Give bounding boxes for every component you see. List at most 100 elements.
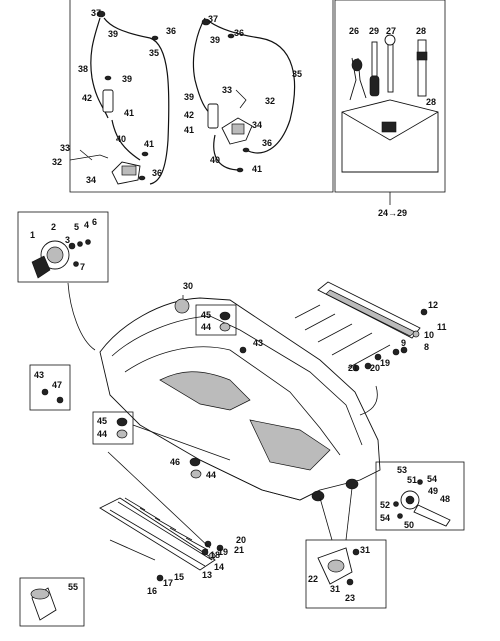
grate-guide (107, 451, 211, 549)
hull-keel (199, 459, 321, 501)
grate-plate (99, 497, 216, 571)
label-26: 26 (349, 26, 359, 36)
right-rail (294, 281, 428, 416)
inset-frame-48-54 (375, 461, 465, 531)
label-28: 28 (416, 26, 426, 36)
fuel-hose-inset (69, 0, 334, 193)
label-35: 35 (149, 48, 159, 58)
label-16: 16 (147, 586, 157, 596)
filter-42a (102, 89, 114, 113)
label-37: 37 (91, 8, 101, 18)
part-19-low (201, 548, 209, 556)
part-2-hub (46, 246, 64, 264)
label-11: 11 (437, 322, 447, 332)
part-47 (56, 396, 64, 404)
label-45: 45 (97, 416, 107, 426)
part-4 (77, 241, 83, 247)
label-3: 3 (65, 235, 70, 245)
part-5 (68, 242, 76, 250)
screwdriver-shaft (371, 41, 378, 77)
bracket-33b (235, 89, 247, 109)
valve-34b-body (231, 123, 245, 135)
part-20-low (204, 540, 212, 548)
part-17 (156, 574, 164, 582)
label-17: 17 (163, 578, 173, 588)
part-55-rim (30, 588, 50, 600)
pouch-clasp (381, 121, 397, 133)
clamp-36b (138, 175, 146, 181)
inset-55 (19, 577, 85, 627)
label-31: 31 (360, 545, 370, 555)
part-10 (412, 330, 420, 338)
clamp-41d (236, 167, 244, 173)
label-41: 41 (144, 139, 154, 149)
label-36: 36 (234, 28, 244, 38)
label-39: 39 (184, 92, 194, 102)
clamp-36a (151, 35, 159, 41)
clamp-39b (104, 75, 112, 81)
part-54-top (417, 479, 423, 485)
label-50: 50 (404, 520, 414, 530)
hull (99, 295, 381, 502)
label-46: 46 (170, 457, 180, 467)
hose-40a (111, 119, 141, 161)
label-4: 4 (84, 220, 89, 230)
label-12: 12 (428, 300, 438, 310)
part-1-lever (31, 255, 51, 279)
label-6: 6 (92, 217, 97, 227)
label-20: 20 (370, 363, 380, 373)
label-42: 42 (184, 110, 194, 120)
bracket-arm (79, 149, 93, 161)
label-1: 1 (30, 230, 35, 240)
inset-arrow (67, 282, 96, 351)
label-40: 40 (210, 155, 220, 165)
clamp-36c (227, 33, 235, 39)
wrench-27 (387, 39, 394, 93)
filter-42b (207, 103, 219, 129)
part-52 (393, 501, 399, 507)
hull-nozzle-right (345, 478, 359, 490)
label-13: 13 (202, 570, 212, 580)
hull-inner-line (124, 346, 341, 456)
label-44: 44 (206, 470, 216, 480)
inset-22-31 (305, 487, 387, 609)
part-22-bore (327, 559, 345, 573)
label-31: 31 (330, 584, 340, 594)
inset-frame (69, 0, 334, 193)
label-19: 19 (218, 547, 228, 557)
label-43: 43 (34, 370, 44, 380)
pouch-flap (341, 111, 439, 141)
tool-pouch (341, 99, 439, 173)
label-8: 8 (424, 342, 429, 352)
label-41: 41 (184, 125, 194, 135)
label-45: 45 (201, 310, 211, 320)
rail-arrow (359, 385, 378, 416)
wrench-head (384, 34, 396, 46)
clamp-41a (141, 151, 149, 157)
label-42: 42 (82, 93, 92, 103)
label-49: 49 (428, 486, 438, 496)
part-30-cap (174, 298, 190, 314)
label-32: 32 (52, 157, 62, 167)
label-38: 38 (78, 64, 88, 74)
part-9 (400, 346, 408, 354)
label-36: 36 (166, 26, 176, 36)
part-44-mid (116, 429, 128, 439)
hose-35b (209, 21, 296, 154)
label-41: 41 (252, 164, 262, 174)
fitting-37a (96, 10, 106, 18)
part-31-low (346, 578, 354, 586)
label-19: 19 (380, 358, 390, 368)
label-7: 7 (80, 262, 85, 272)
part-19-right (374, 353, 382, 361)
label-41: 41 (124, 108, 134, 118)
part-31-top (352, 548, 360, 556)
part-20-right (364, 362, 372, 370)
hose-40b (213, 134, 241, 171)
inset-frame-1-7 (17, 211, 109, 283)
label-27: 27 (386, 26, 396, 36)
label-35: 35 (292, 69, 302, 79)
part-45-mid (116, 417, 128, 427)
part-45-upper (219, 311, 231, 321)
